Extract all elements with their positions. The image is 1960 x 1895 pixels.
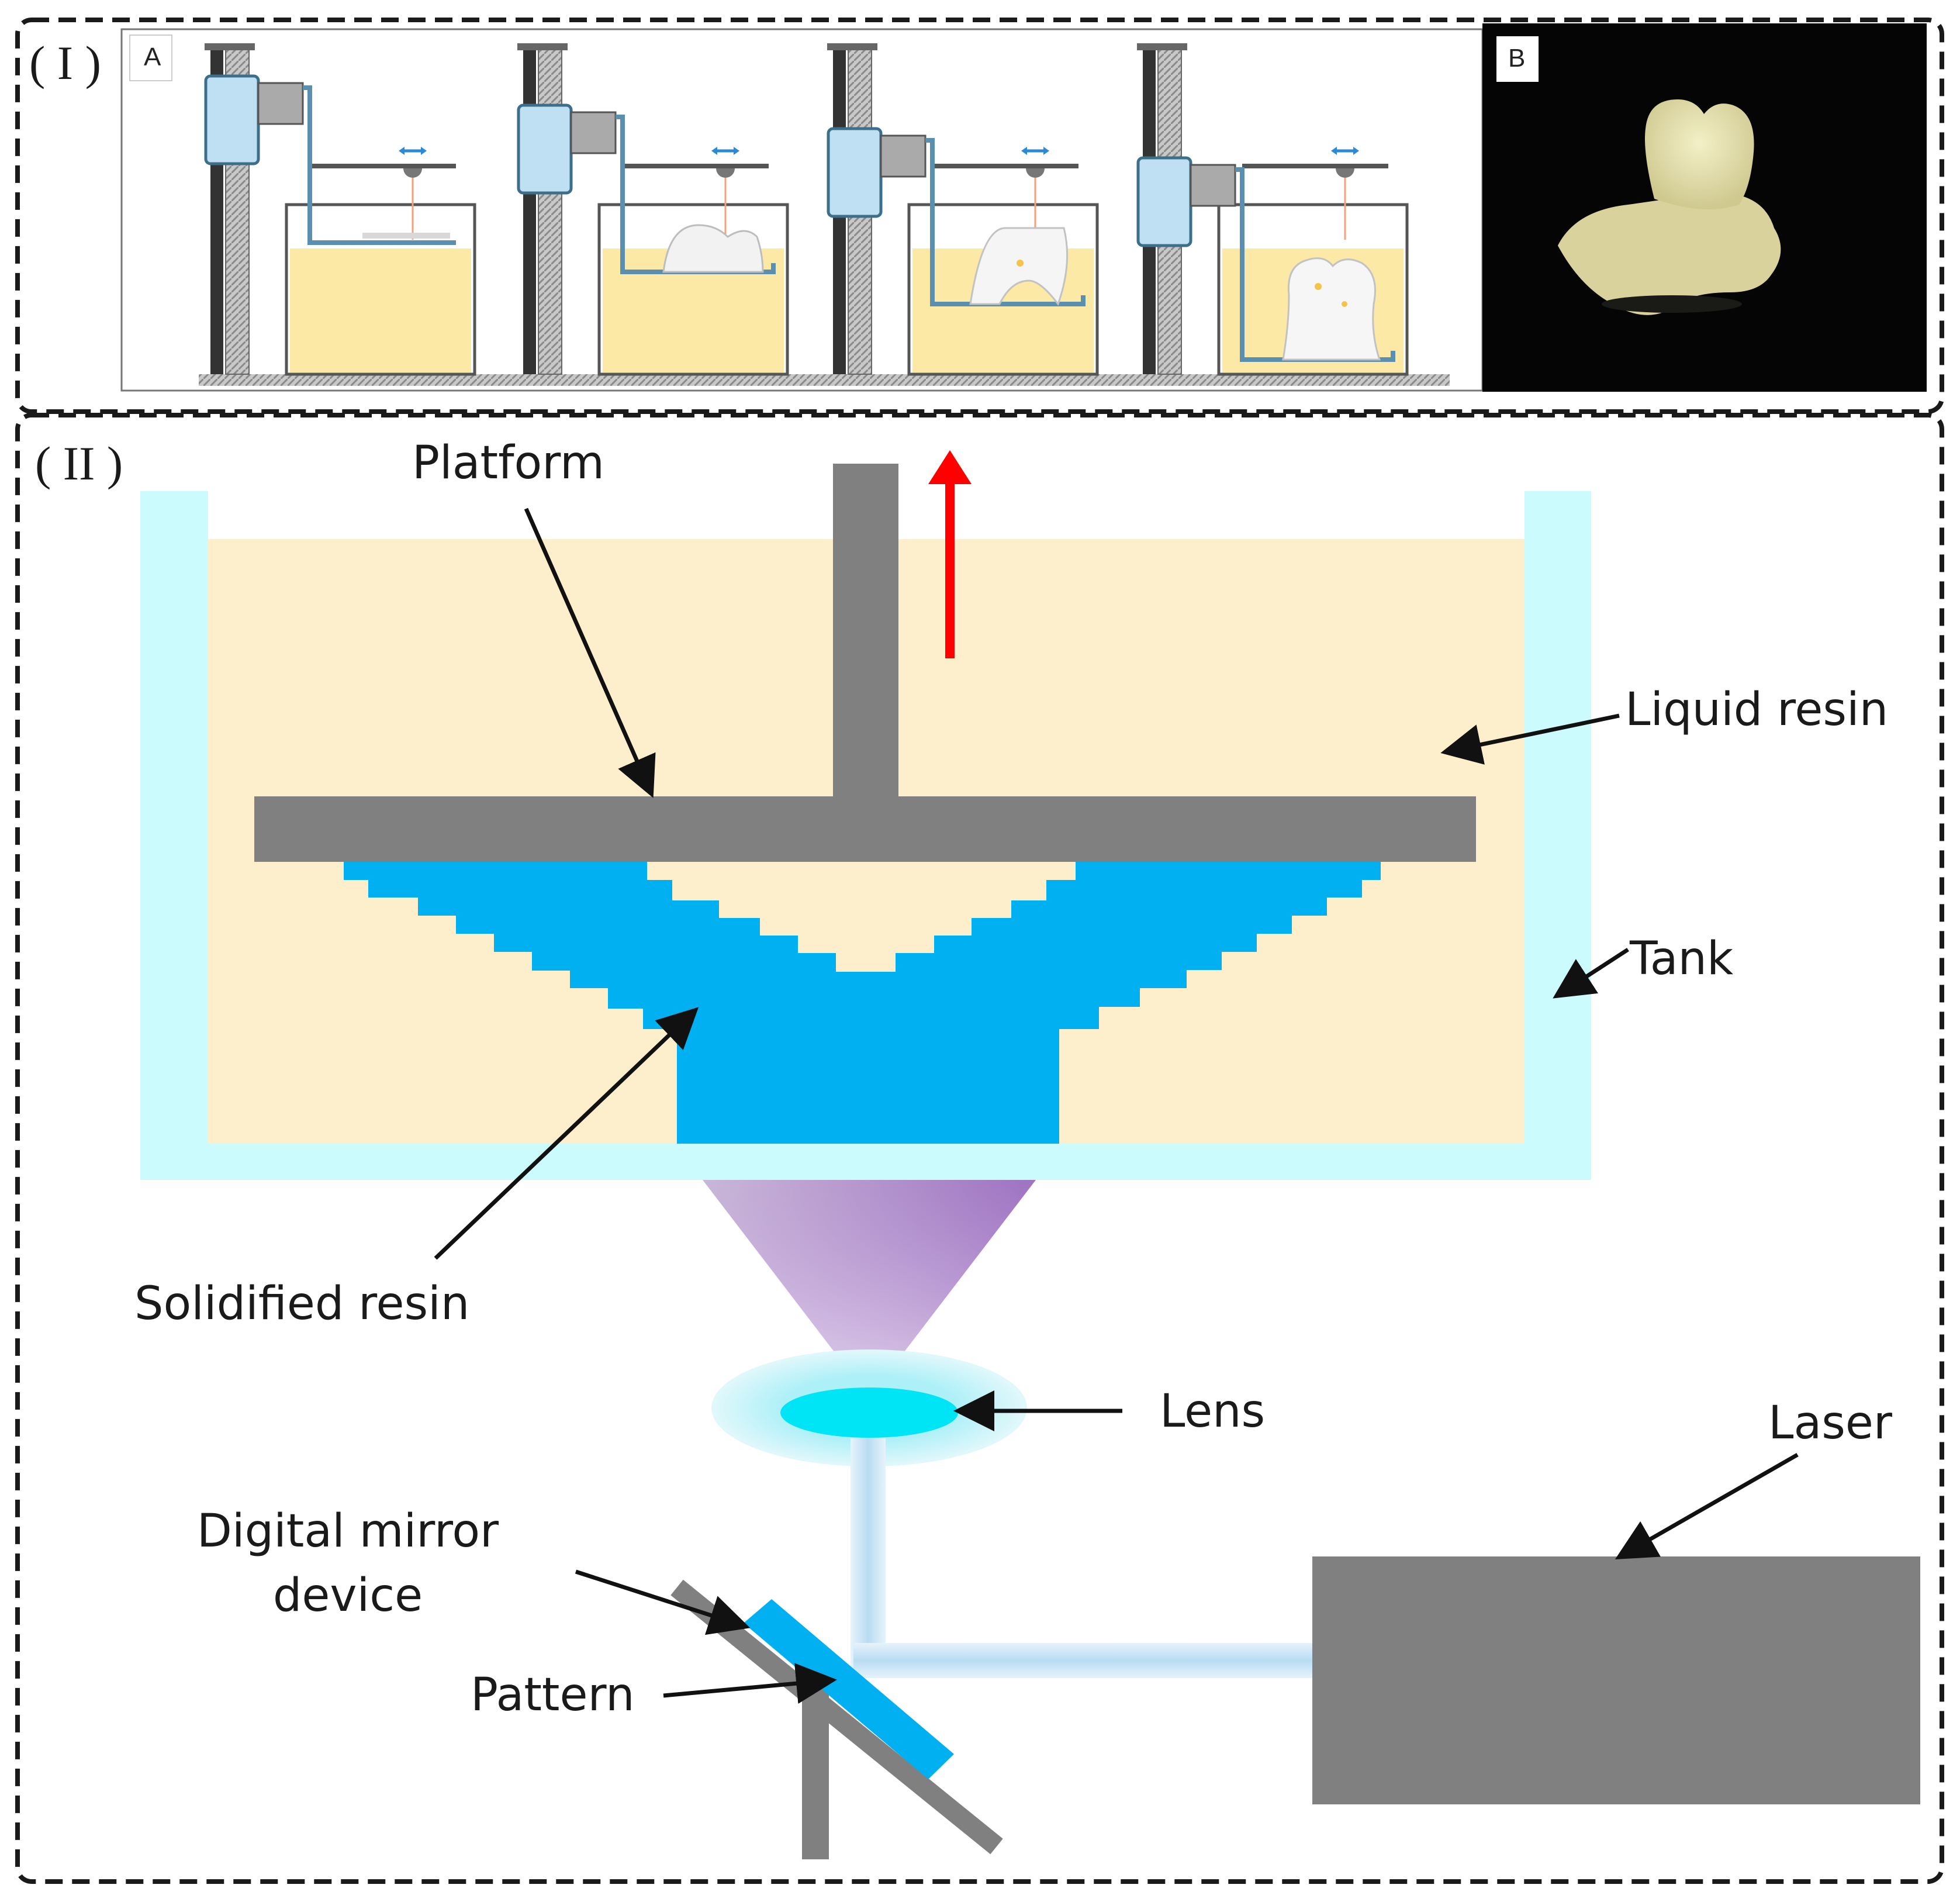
printer-base [199, 374, 1450, 386]
subpanel-A-label: A [144, 43, 161, 71]
panel-II-border [15, 413, 1944, 1884]
solidified-resin [344, 862, 1381, 1144]
dmd-mirror [670, 1579, 1003, 1855]
panel-I-border [15, 18, 1944, 414]
subpanel-B-label: B [1508, 44, 1525, 73]
label-laser: Laser [1768, 1397, 1893, 1449]
label-tank: Tank [1629, 933, 1733, 985]
print-stage-2 [517, 43, 787, 374]
label-liquid-resin: Liquid resin [1625, 684, 1888, 736]
label-solidified-resin: Solidified resin [134, 1278, 469, 1330]
build-platform [254, 464, 1476, 862]
subpanel-A-tag [129, 34, 172, 81]
digital-mirror-device [670, 1579, 1003, 1859]
beam-vertical [851, 1438, 886, 1669]
lens [711, 1349, 1027, 1466]
printed-tooth-photo [1558, 99, 1781, 315]
lift-arrow [928, 450, 972, 658]
subpanel-B-photo: B [1482, 23, 1927, 392]
label-pattern: Pattern [471, 1669, 635, 1721]
callout-arrows [434, 508, 1799, 1704]
panel-I: ( I ) A [15, 18, 1944, 414]
panel-II-label: ( II ) [35, 437, 123, 490]
subpanel-B-tag [1496, 36, 1539, 82]
label-dmd-line1: Digital mirror [197, 1505, 499, 1558]
label-platform: Platform [412, 437, 604, 489]
laser-unit [1312, 1556, 1920, 1804]
print-stage-3 [827, 43, 1097, 374]
print-stage-1 [205, 43, 475, 374]
beam-horizontal [853, 1643, 1312, 1678]
panel-II: ( II ) [15, 413, 1944, 1884]
label-lens: Lens [1160, 1385, 1265, 1438]
print-stage-4 [1137, 43, 1407, 374]
panel-I-label: ( I ) [29, 36, 101, 89]
dmd-pattern [744, 1599, 954, 1779]
label-dmd-line2: device [273, 1569, 423, 1622]
projection-cone [703, 1180, 1036, 1397]
